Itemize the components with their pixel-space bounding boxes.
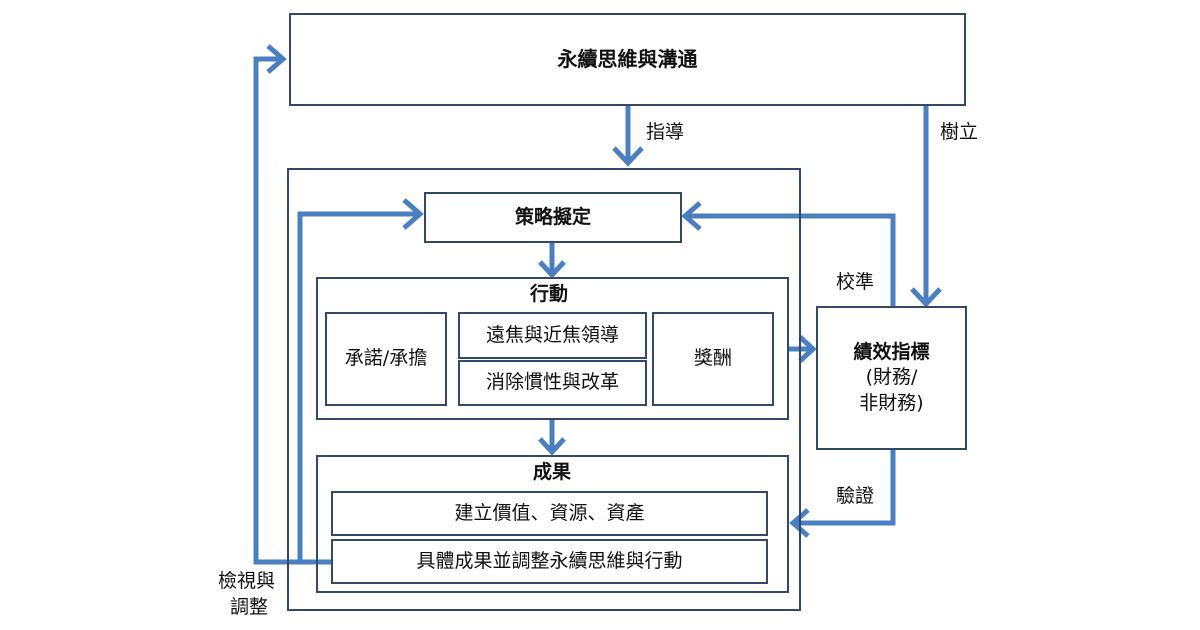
verify-label: 驗證 [836,485,875,507]
results-title: 成果 [533,461,572,483]
outer-frame [287,168,801,611]
kpi-title: 績效指標 [853,340,930,363]
strategy-box: 策略擬定 [424,192,682,243]
strategy-label: 策略擬定 [514,205,591,228]
kpi-box: 績效指標 (財務/ 非財務) [816,306,967,450]
results-frame [316,455,789,593]
commitment-label: 承諾/承擔 [344,347,428,370]
arrow-action-results-head [538,437,566,456]
establish-label: 樹立 [940,121,979,143]
adjust-label: 具體成果並調整永續思維與行動 [416,549,683,572]
arrow-calibrate-head [681,201,702,231]
commitment-box: 承諾/承擔 [325,312,447,406]
action-frame [316,277,789,420]
arrow-review-loop [253,56,332,565]
calibrate-label: 校準 [836,271,875,293]
action-title: 行動 [530,283,569,305]
review-label-line1: 檢視與 [218,570,276,592]
kpi-line2: (財務/ [865,366,918,389]
sustainable-thinking-box: 永續思維與溝通 [289,13,966,106]
arrow-calibrate [688,213,896,306]
leadership-label: 遠焦與近焦領導 [485,323,619,346]
arrow-action-kpi-head [798,335,817,363]
arrow-guide-head [612,146,644,167]
sustainable-thinking-label: 永續思維與溝通 [557,47,698,71]
eliminate-box: 消除慣性與改革 [458,360,647,406]
reward-box: 獎酬 [652,312,774,406]
reward-label: 獎酬 [693,347,732,370]
arrow-strategy-action-head [538,260,566,279]
value-box: 建立價值、資源、資產 [331,491,768,536]
review-label-line2: 調整 [230,596,269,618]
leadership-box: 遠焦與近焦領導 [458,312,647,359]
arrow-verify-head [789,508,810,538]
value-label: 建立價值、資源、資產 [454,501,645,524]
arrow-inner-loop-head [402,198,424,230]
kpi-line3: 非財務) [859,391,924,414]
guide-label: 指導 [646,121,685,143]
arrow-review-loop-head [266,44,287,74]
arrow-establish-head [910,287,942,308]
adjust-box: 具體成果並調整永續思維與行動 [331,539,768,584]
eliminate-label: 消除慣性與改革 [485,371,619,394]
arrow-verify [796,450,896,526]
